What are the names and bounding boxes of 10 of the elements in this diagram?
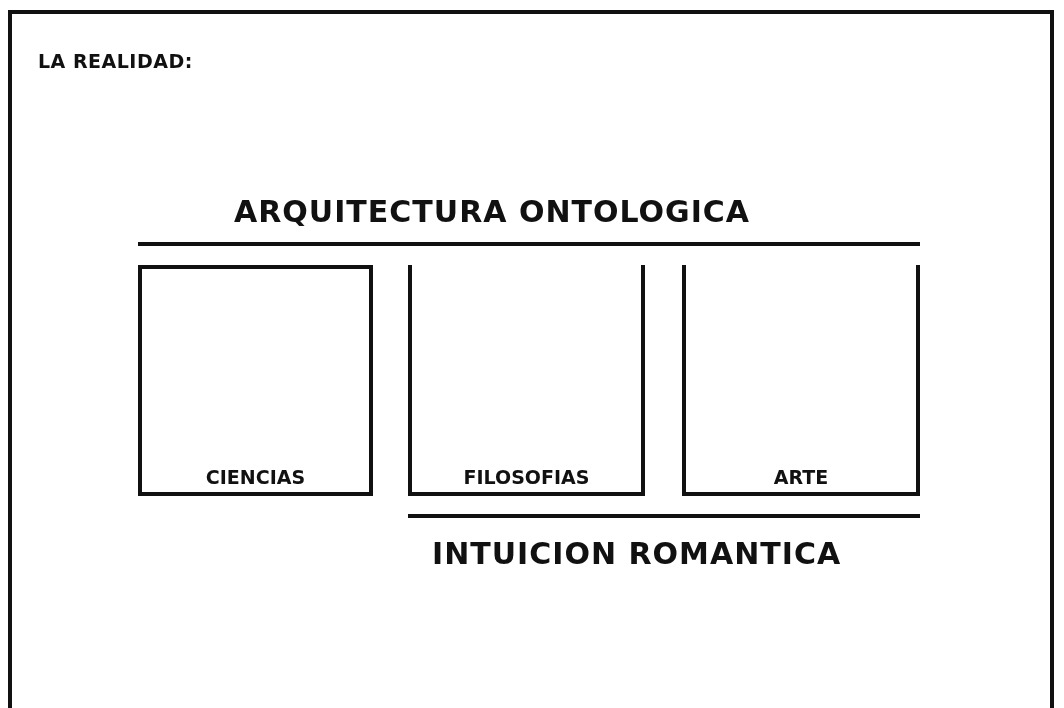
box	[138, 265, 373, 496]
frame-box	[8, 10, 1054, 708]
section-heading: ARQUITECTURA ONTOLOGICA	[234, 194, 751, 229]
box-label: ARTE	[773, 466, 829, 488]
open-top-box	[408, 265, 645, 496]
box-label: FILOSOFIAS	[463, 466, 590, 488]
open-top-box	[682, 265, 920, 496]
box-label: CIENCIAS	[205, 466, 306, 488]
section-heading: INTUICION ROMANTICA	[432, 536, 842, 571]
frame-title: LA REALIDAD:	[38, 50, 193, 72]
